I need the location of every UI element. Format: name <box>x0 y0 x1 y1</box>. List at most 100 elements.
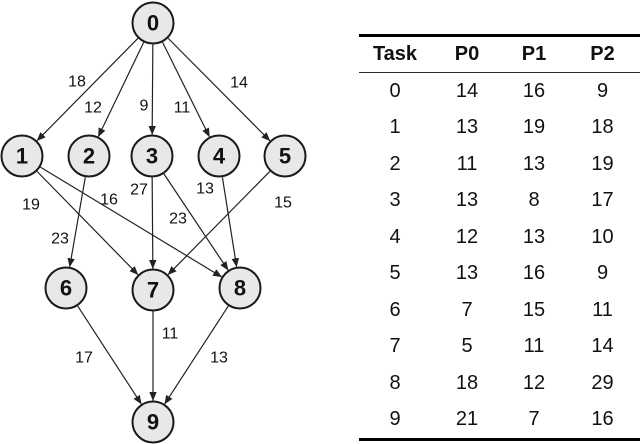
dag-edge-8-9 <box>164 305 229 405</box>
dag-node-8 <box>218 266 262 310</box>
cost-cell-p1: 13 <box>522 225 546 248</box>
cost-cell-p0: 5 <box>461 335 473 358</box>
dag-node-0 <box>131 1 175 45</box>
dag-edge-3-8 <box>163 173 229 271</box>
cost-row-task-6: 6 7 15 11 <box>359 292 640 329</box>
cost-cell-p2: 14 <box>591 335 614 358</box>
edge-weight-6-9: 17 <box>75 350 93 367</box>
col-header-p2: P2 <box>565 35 640 73</box>
cost-cell-p2: 19 <box>591 152 614 175</box>
task-id-cell: 3 <box>389 189 401 212</box>
task-id-cell: 9 <box>389 408 401 431</box>
dag-node-label-9: 9 <box>147 410 159 435</box>
dag-edge-3-7 <box>149 177 157 270</box>
dag-edge-5-7 <box>167 170 271 276</box>
cost-cell-p2: 18 <box>591 116 614 139</box>
cost-cell-p1: 7 <box>528 408 540 431</box>
edge-weight-0-1: 18 <box>68 74 86 91</box>
cost-cell-p0: 12 <box>455 225 479 248</box>
task-id-cell: 4 <box>389 225 401 248</box>
edge-weight-5-7: 15 <box>274 195 292 212</box>
edge-weight-3-7: 27 <box>130 182 148 199</box>
dag-edge-0-5 <box>167 37 271 142</box>
task-id-cell: 7 <box>389 335 401 358</box>
cost-cell-p0: 13 <box>455 262 479 285</box>
edge-weight-1-7: 19 <box>22 197 40 214</box>
dag-node-2 <box>67 134 111 178</box>
dag-edge-1-7 <box>36 170 139 276</box>
cost-cell-p0: 13 <box>455 116 479 139</box>
cost-cell-p1: 16 <box>522 79 546 102</box>
cost-cell-p0: 11 <box>456 152 478 175</box>
dag-node-label-0: 0 <box>147 11 159 36</box>
dag-edge-6-9 <box>77 305 142 405</box>
dag-edge-0-4 <box>162 41 210 138</box>
dag-node-6 <box>44 266 88 310</box>
cost-row-task-2: 2 11 13 19 <box>359 146 640 183</box>
cost-cell-p2: 16 <box>591 408 614 431</box>
cost-row-task-8: 8 18 12 29 <box>359 365 640 402</box>
cost-cell-p2: 9 <box>596 79 609 102</box>
cost-row-task-9: 9 21 7 16 <box>359 402 640 440</box>
cost-cell-p1: 15 <box>522 298 546 321</box>
cost-cell-p2: 17 <box>591 189 614 212</box>
dag-edge-0-1 <box>36 37 139 142</box>
edge-weight-0-4: 11 <box>174 100 191 117</box>
cost-row-task-3: 3 13 8 17 <box>359 183 640 220</box>
dag-node-3 <box>130 134 174 178</box>
dag-node-label-3: 3 <box>146 144 158 169</box>
cost-row-task-7: 7 5 11 14 <box>359 329 640 366</box>
edge-weight-0-2: 12 <box>84 100 102 117</box>
task-id-cell: 2 <box>389 152 401 175</box>
cost-cell-p2: 9 <box>596 262 609 285</box>
dag-node-4 <box>197 134 241 178</box>
task-id-cell: 6 <box>389 298 401 321</box>
cost-cell-p1: 8 <box>528 189 540 212</box>
dag-node-label-4: 4 <box>213 144 226 169</box>
task-id-cell: 0 <box>389 79 401 102</box>
cost-cell-p1: 11 <box>523 335 545 358</box>
dag-node-1 <box>0 134 44 178</box>
task-id-cell: 1 <box>389 116 401 139</box>
cost-cell-p0: 21 <box>455 408 479 431</box>
cost-cell-p0: 13 <box>455 189 479 212</box>
edge-weight-0-5: 14 <box>230 75 248 92</box>
cost-cell-p0: 14 <box>455 79 479 102</box>
cost-cell-p1: 19 <box>522 116 546 139</box>
dag-node-9 <box>131 400 175 444</box>
cost-cell-p2: 29 <box>591 371 614 394</box>
dag-node-label-8: 8 <box>234 276 246 301</box>
dag-node-label-1: 1 <box>16 144 28 169</box>
dag-node-label-7: 7 <box>147 278 159 303</box>
col-header-p1: P1 <box>503 35 565 73</box>
dag-edge-1-8 <box>40 166 223 278</box>
dag-edge-2-6 <box>67 177 86 268</box>
task-id-cell: 5 <box>389 262 401 285</box>
dag-node-label-2: 2 <box>83 144 95 169</box>
cost-cell-p0: 7 <box>461 298 473 321</box>
col-header-p0: P0 <box>431 35 503 73</box>
edge-weight-2-6: 23 <box>51 231 69 248</box>
dag-node-7 <box>131 268 175 312</box>
dag-node-label-6: 6 <box>60 276 72 301</box>
edge-weight-7-9: 11 <box>162 326 179 343</box>
cost-cell-p0: 18 <box>455 371 479 394</box>
cost-cell-p2: 11 <box>592 298 613 321</box>
edge-weight-8-9: 13 <box>210 350 228 367</box>
dag-edge-0-2 <box>97 42 145 138</box>
cost-cell-p1: 12 <box>522 371 546 394</box>
dag-edge-0-3 <box>148 44 156 136</box>
col-header-task: Task <box>359 35 431 73</box>
cost-cell-p1: 13 <box>522 152 546 175</box>
task-id-cell: 8 <box>389 371 401 394</box>
edge-weight-0-3: 9 <box>140 98 149 115</box>
edge-weight-3-8: 23 <box>169 211 187 228</box>
